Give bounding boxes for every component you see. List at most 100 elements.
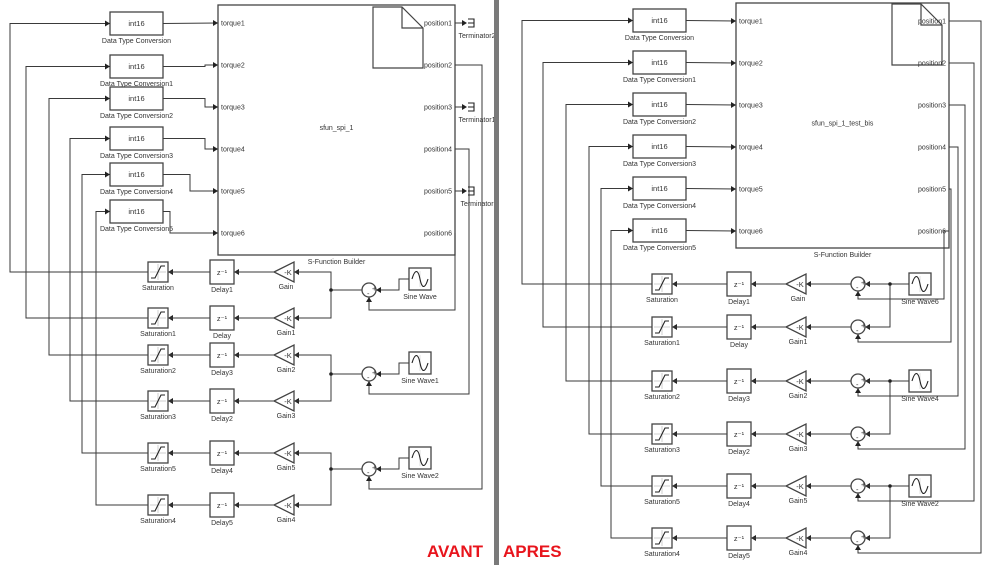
feedback-line[interactable] — [542, 62, 652, 328]
signal-line[interactable] — [685, 104, 737, 106]
delay-block[interactable]: z⁻¹ — [726, 368, 752, 394]
signal-line[interactable] — [294, 271, 362, 291]
gain-block[interactable]: -K — [272, 306, 295, 330]
data-type-conversion-block[interactable]: int16 — [109, 86, 164, 111]
sum-block[interactable]: +- — [850, 276, 866, 292]
feedback-line[interactable] — [368, 148, 470, 395]
gain-block[interactable]: -K — [784, 272, 807, 296]
gain-block[interactable]: -K — [272, 343, 295, 367]
feedback-line[interactable] — [25, 66, 148, 319]
feedback-line[interactable] — [48, 98, 148, 356]
sine-wave-block[interactable] — [408, 351, 432, 375]
delay-block[interactable]: z⁻¹ — [726, 271, 752, 297]
saturation-block[interactable] — [651, 316, 673, 338]
delay-block[interactable]: z⁻¹ — [726, 421, 752, 447]
signal-line[interactable] — [865, 381, 891, 435]
sum-block[interactable]: +- — [850, 426, 866, 442]
data-type-conversion-block[interactable]: int16 — [109, 11, 164, 36]
feedback-line[interactable] — [565, 104, 652, 382]
data-type-conversion-block[interactable]: int16 — [109, 199, 164, 224]
delay-block[interactable]: z⁻¹ — [726, 525, 752, 551]
feedback-line[interactable] — [81, 174, 148, 454]
saturation-block[interactable] — [147, 494, 169, 516]
sum-block[interactable]: +- — [361, 366, 377, 382]
s-function-block[interactable]: sfun_spi_1_test_bistorque1torque2torque3… — [735, 2, 950, 249]
feedback-line[interactable] — [857, 230, 949, 300]
gain-block[interactable]: -K — [784, 422, 807, 446]
gain-block[interactable]: -K — [784, 526, 807, 550]
saturation-block[interactable] — [147, 390, 169, 412]
terminator-block[interactable] — [468, 18, 475, 28]
signal-line[interactable] — [685, 146, 737, 148]
gain-block[interactable]: -K — [272, 493, 295, 517]
gain-block[interactable]: -K — [272, 441, 295, 465]
data-type-conversion-block[interactable]: int16 — [632, 8, 687, 33]
sum-block[interactable]: +- — [850, 530, 866, 546]
signal-line[interactable] — [685, 62, 737, 64]
terminator-block[interactable] — [468, 186, 475, 196]
feedback-line[interactable] — [521, 20, 652, 285]
delay-block[interactable]: z⁻¹ — [209, 492, 235, 518]
data-type-conversion-block[interactable]: int16 — [632, 134, 687, 159]
feedback-line[interactable] — [857, 62, 975, 502]
gain-block[interactable]: -K — [272, 389, 295, 413]
terminator-block[interactable] — [468, 102, 475, 112]
saturation-block[interactable] — [651, 423, 673, 445]
signal-line[interactable] — [294, 469, 332, 506]
feedback-line[interactable] — [368, 233, 456, 311]
feedback-line[interactable] — [857, 20, 982, 554]
signal-line[interactable] — [163, 64, 218, 67]
sum-block[interactable]: +- — [850, 373, 866, 389]
signal-line[interactable] — [376, 457, 409, 470]
data-type-conversion-block[interactable]: int16 — [109, 54, 164, 79]
saturation-block[interactable] — [651, 527, 673, 549]
signal-line[interactable] — [685, 230, 737, 232]
gain-block[interactable]: -K — [784, 369, 807, 393]
signal-line[interactable] — [685, 188, 737, 190]
delay-block[interactable]: z⁻¹ — [209, 305, 235, 331]
feedback-line[interactable] — [857, 146, 959, 397]
gain-block[interactable]: -K — [784, 315, 807, 339]
feedback-line[interactable] — [9, 23, 148, 273]
sum-block[interactable]: +- — [850, 478, 866, 494]
sum-block[interactable]: +- — [361, 461, 377, 477]
delay-block[interactable]: z⁻¹ — [209, 259, 235, 285]
s-function-block[interactable]: sfun_spi_1torque1torque2torque3torque4to… — [217, 4, 456, 256]
feedback-line[interactable] — [610, 230, 652, 539]
delay-block[interactable]: z⁻¹ — [726, 473, 752, 499]
signal-line[interactable] — [376, 278, 409, 291]
sum-block[interactable]: +- — [850, 319, 866, 335]
sine-wave-block[interactable] — [908, 369, 932, 393]
delay-block[interactable]: z⁻¹ — [209, 440, 235, 466]
signal-line[interactable] — [376, 362, 409, 375]
signal-line[interactable] — [162, 22, 219, 24]
signal-line[interactable] — [865, 486, 891, 539]
signal-line[interactable] — [865, 284, 891, 328]
delay-block[interactable]: z⁻¹ — [209, 342, 235, 368]
data-type-conversion-block[interactable]: int16 — [632, 218, 687, 243]
delay-block[interactable]: z⁻¹ — [209, 388, 235, 414]
sine-wave-block[interactable] — [908, 474, 932, 498]
saturation-block[interactable] — [651, 273, 673, 295]
gain-block[interactable]: -K — [784, 474, 807, 498]
feedback-line[interactable] — [600, 188, 652, 487]
saturation-block[interactable] — [651, 475, 673, 497]
feedback-line[interactable] — [857, 104, 966, 450]
signal-line[interactable] — [294, 452, 362, 470]
saturation-block[interactable] — [651, 370, 673, 392]
sine-wave-block[interactable] — [408, 446, 432, 470]
feedback-line[interactable] — [95, 211, 148, 506]
signal-line[interactable] — [294, 354, 362, 375]
signal-line[interactable] — [163, 174, 218, 192]
data-type-conversion-block[interactable]: int16 — [632, 176, 687, 201]
data-type-conversion-block[interactable]: int16 — [632, 92, 687, 117]
sum-block[interactable]: +- — [361, 282, 377, 298]
signal-line[interactable] — [163, 211, 218, 234]
data-type-conversion-block[interactable]: int16 — [632, 50, 687, 75]
saturation-block[interactable] — [147, 261, 169, 283]
saturation-block[interactable] — [147, 307, 169, 329]
sine-wave-block[interactable] — [908, 272, 932, 296]
sine-wave-block[interactable] — [408, 267, 432, 291]
saturation-block[interactable] — [147, 344, 169, 366]
signal-line[interactable] — [163, 138, 218, 150]
